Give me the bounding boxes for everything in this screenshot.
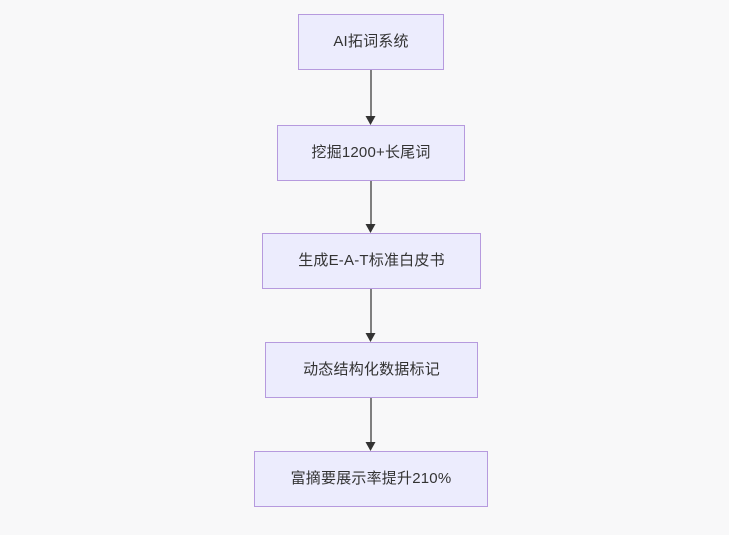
- flow-node-label: 富摘要展示率提升210%: [290, 470, 452, 488]
- arrow-head-icon: [365, 442, 376, 451]
- flow-node-label: 生成E-A-T标准白皮书: [298, 252, 445, 270]
- flow-node-n1[interactable]: AI拓词系统: [298, 14, 444, 70]
- flow-node-n2[interactable]: 挖掘1200+长尾词: [277, 125, 465, 181]
- flow-node-n4[interactable]: 动态结构化数据标记: [265, 342, 478, 398]
- flow-node-n5[interactable]: 富摘要展示率提升210%: [254, 451, 488, 507]
- arrow-line: [370, 289, 372, 333]
- arrow-head-icon: [365, 224, 376, 233]
- flow-node-label: 挖掘1200+长尾词: [311, 144, 431, 162]
- flow-node-label: 动态结构化数据标记: [303, 361, 440, 379]
- arrow-head-icon: [365, 333, 376, 342]
- arrow-head-icon: [365, 116, 376, 125]
- arrow-line: [370, 70, 372, 116]
- flow-node-n3[interactable]: 生成E-A-T标准白皮书: [262, 233, 481, 289]
- arrow-line: [370, 398, 372, 442]
- arrow-line: [370, 181, 372, 224]
- flow-node-label: AI拓词系统: [333, 33, 409, 51]
